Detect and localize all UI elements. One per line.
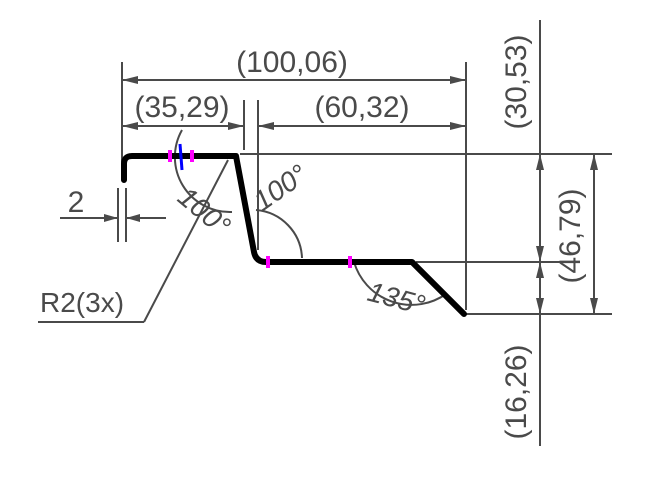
bottom-height-label: (16,26)	[500, 344, 533, 439]
left-width-label: (35,29)	[134, 91, 229, 124]
radius-label: R2(3x)	[40, 287, 124, 318]
arrowhead	[536, 246, 544, 262]
arrowhead	[122, 76, 138, 84]
arrowhead	[450, 122, 466, 130]
vertical-dimensions: (30,53) (46,79) (16,26)	[240, 20, 612, 446]
arrowhead	[536, 154, 544, 170]
angle-label-1: 100°	[172, 181, 236, 242]
partial-width-dimensions: (35,29) (60,32)	[122, 91, 466, 250]
arrowhead	[536, 298, 544, 314]
overall-width-label: (100,06)	[236, 46, 348, 79]
arrowhead	[536, 262, 544, 278]
angle-arc-3	[353, 261, 447, 306]
radius-leader-line	[143, 159, 229, 323]
bend-markers	[168, 143, 352, 268]
angle-arc-1	[173, 129, 233, 214]
mid-height-label: (46,79)	[554, 188, 587, 283]
arrowhead	[258, 122, 274, 130]
top-height-label: (30,53)	[500, 34, 533, 129]
right-width-label: (60,32)	[314, 91, 409, 124]
arrowhead	[590, 298, 598, 314]
thickness-label: 2	[68, 186, 85, 219]
sheet-metal-profile	[121, 153, 467, 317]
angle-label-3: 135°	[364, 276, 428, 321]
angle-arc-2	[255, 209, 303, 259]
arrowhead	[122, 122, 138, 130]
accent-marker	[178, 143, 184, 171]
thickness-dimension: 2	[60, 186, 166, 242]
arrowhead	[104, 214, 118, 222]
arrowhead	[590, 154, 598, 170]
arrowhead	[228, 122, 244, 130]
radius-callout: R2(3x)	[38, 159, 229, 323]
arrowhead	[450, 76, 466, 84]
arrowhead	[126, 214, 140, 222]
overall-width-dimension: (100,06)	[121, 46, 467, 310]
